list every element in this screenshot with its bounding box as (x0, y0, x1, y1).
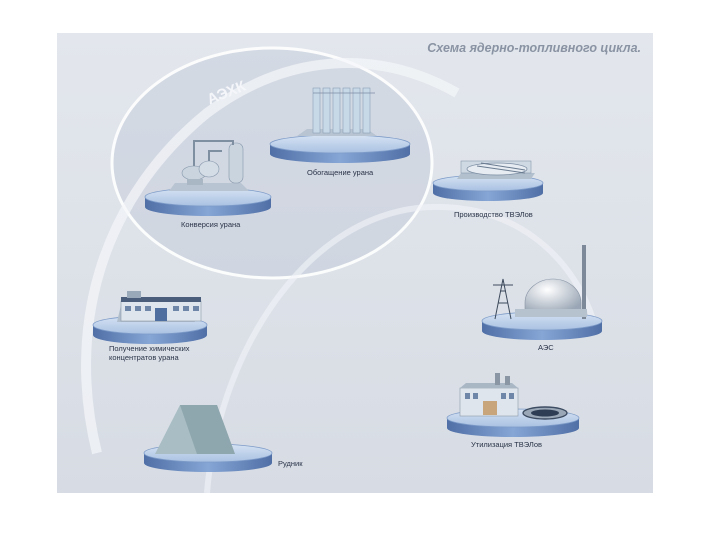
label-npp: АЭС (538, 343, 554, 352)
label-disposal: Утилизация ТВЭЛов (471, 440, 542, 449)
label-enrichment: Обогащение урана (307, 168, 374, 177)
chemical-plant-icon (117, 291, 202, 322)
pyramid-mine-icon (155, 405, 235, 454)
stage-enrichment (269, 87, 411, 163)
cycle-arc: АЭХК (81, 46, 600, 493)
diagram-title: Схема ядерно-топливного цикла. (427, 41, 641, 55)
label-conversion: Конверсия урана (181, 220, 241, 229)
fuel-rod-icon (457, 160, 535, 179)
stage-fuel (432, 160, 544, 201)
conversion-plant-icon (169, 140, 249, 191)
cycle-diagram: АЭХК (81, 46, 603, 493)
diagram-panel: АЭХК (57, 33, 653, 493)
label-concentrate: Получение химических концентратов урана (109, 344, 190, 362)
platform (144, 187, 272, 216)
stage-conversion (144, 140, 272, 216)
label-mine: Рудник (278, 459, 303, 468)
platform (269, 134, 411, 163)
stage-disposal (446, 373, 580, 437)
label-fuel: Производство ТВЭЛов (454, 210, 533, 219)
waste-facility-icon (459, 373, 568, 420)
nuclear-plant-icon (493, 245, 587, 320)
stage-mine (143, 405, 273, 472)
centrifuge-icon (297, 87, 377, 136)
platform (481, 311, 603, 340)
stage-concentrate (92, 291, 208, 344)
stage-npp (481, 245, 603, 340)
